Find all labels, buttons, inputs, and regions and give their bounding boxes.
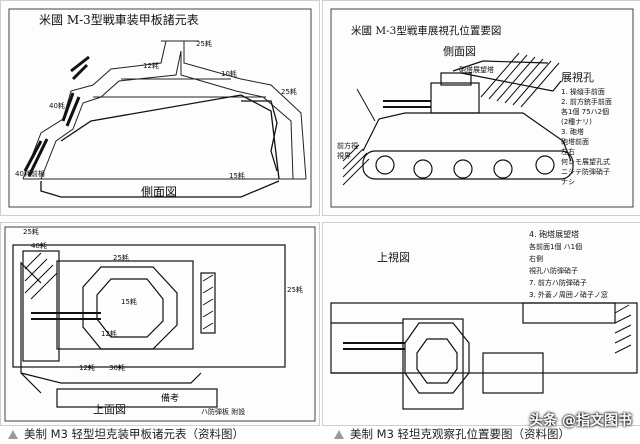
vision-legend-heading: 展視孔	[561, 71, 594, 84]
vision-top-note: 4. 砲塔展望塔	[529, 230, 580, 239]
left-caption-text: 美制 M3 轻型坦克装甲板诸元表（资料图）	[24, 427, 245, 441]
vision-top-notes: 4. 砲塔展望塔 各前面1個 ハ1個 右側 視孔ハ防弾硝子 7. 前方ハ防弾硝子…	[529, 229, 637, 301]
armor-label-glacis: 40耗	[49, 102, 65, 110]
top-armor-label: 12耗	[101, 330, 117, 338]
vision-legend-line: 各1個 75ハ2個	[561, 108, 610, 116]
vision-tower-label: 砲塔展望塔	[459, 66, 494, 74]
watermark: 头条 @指文图书	[529, 413, 632, 429]
top-armor-label: 25耗	[287, 286, 303, 294]
vision-legend-line: 左右	[561, 148, 575, 156]
armor-top-view-panel: 25耗 40耗 25耗 12耗 15耗 12耗 30耗 25耗 上面図 備考 ハ…	[0, 222, 320, 426]
vision-top-view-panel: 上視図 4. 砲塔展望塔 各前面1個 ハ1個 右側 視孔ハ防弾硝子 7. 前方ハ…	[322, 222, 640, 426]
top-armor-label: 25耗	[23, 228, 39, 236]
vision-legend-line: 3. 砲塔	[561, 128, 584, 136]
vision-legend-line: 砲塔前面	[561, 138, 589, 146]
armor-label-rear: 25耗	[281, 88, 297, 96]
vision-top-note: 視孔ハ防弾硝子	[529, 267, 578, 275]
vision-legend-line: 1. 操縦手前面	[561, 88, 605, 96]
armor-label-front-plate: 40耗前楯	[15, 170, 45, 178]
vision-top-view-title: 上視図	[377, 251, 410, 264]
vision-legend-line: ナシ	[561, 178, 575, 186]
top-armor-label: 12耗	[79, 364, 95, 372]
armor-label-deck: 10耗	[221, 70, 237, 78]
armor-legend-label: 備考	[161, 394, 180, 404]
vision-legend-line: ニシテ防弾硝子	[561, 168, 610, 176]
right-caption-text: 美制 M3 轻坦克观察孔位置要图（资料图）	[350, 427, 571, 441]
vision-front-label-2: 視界	[337, 152, 351, 160]
vision-front-label: 前方視	[337, 142, 358, 150]
vision-side-view-panel: 米國 M-3型戦車展視孔位置要図 側面図 砲塔展望塔 前方視 視界 展視孔 1.…	[322, 0, 640, 216]
vision-legend-line: 2. 前方銃手前面	[561, 98, 612, 106]
vision-legend: 展視孔 1. 操縦手前面 2. 前方銃手前面 各1個 75ハ2個 (2種ナリ) …	[561, 69, 633, 187]
vision-side-view-drawing	[330, 8, 634, 208]
armor-legend-text: ハ防弾板 附設	[201, 408, 246, 416]
left-caption: 美制 M3 轻型坦克装甲板诸元表（资料图）	[8, 426, 244, 442]
vision-top-note: 7. 前方ハ防弾硝子	[529, 279, 587, 287]
triangle-icon	[8, 430, 18, 439]
vision-top-note: 各前面1個 ハ1個	[529, 243, 583, 251]
armor-side-view-drawing	[8, 8, 312, 208]
vision-top-note: 3. 外蓋ノ周囲ノ硝子ノ窓	[529, 291, 608, 299]
armor-label-hull-front: 12耗	[143, 62, 159, 70]
armor-table-title: 米國 M-3型戦車装甲板諸元表	[39, 13, 199, 27]
armor-top-view-title: 上面図	[93, 403, 126, 416]
top-armor-label: 30耗	[109, 364, 125, 372]
vision-top-view-drawing	[330, 302, 638, 410]
vision-top-note: 右側	[529, 255, 543, 263]
armor-side-view-footer: 側面図	[141, 185, 178, 199]
top-armor-label: 25耗	[113, 254, 129, 262]
top-armor-label: 40耗	[31, 242, 47, 250]
armor-label-turret-top: 25耗	[196, 40, 212, 48]
vision-side-view-title: 米國 M-3型戦車展視孔位置要図	[351, 25, 502, 37]
armor-top-view-drawing	[4, 226, 316, 422]
vision-legend-line: (2種ナリ)	[561, 118, 592, 126]
right-caption: 美制 M3 轻坦克观察孔位置要图（资料图）	[334, 426, 570, 442]
vision-side-view-subtitle: 側面図	[443, 45, 476, 58]
triangle-icon	[334, 430, 344, 439]
top-armor-label: 15耗	[121, 298, 137, 306]
armor-side-view-panel: 米國 M-3型戦車装甲板諸元表 25耗 12耗 10耗 25耗 40耗 40耗前…	[0, 0, 320, 216]
vision-legend-line: 何レモ展望孔式	[561, 158, 610, 166]
armor-label-belly: 15耗	[229, 172, 245, 180]
